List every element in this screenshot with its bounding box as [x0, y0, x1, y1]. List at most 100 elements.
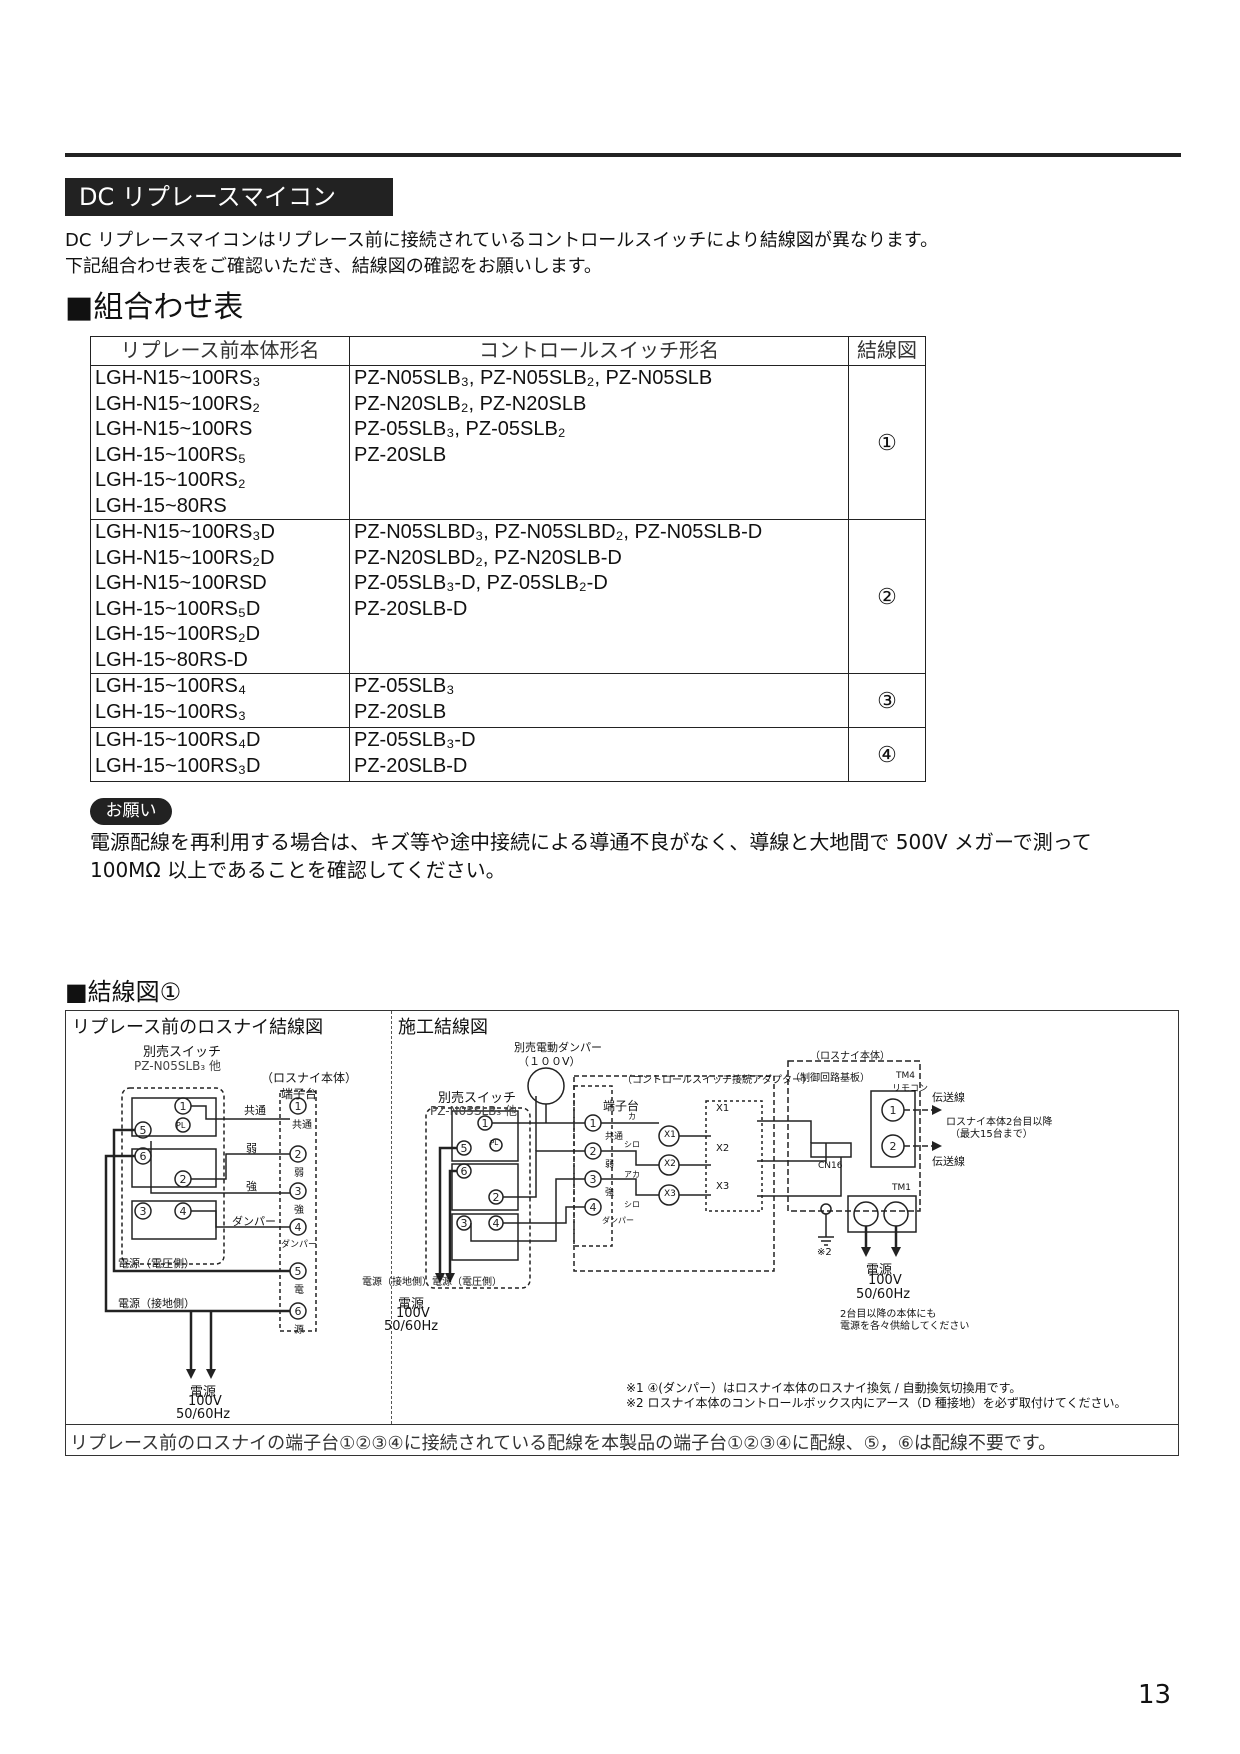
intro-line-2: 下記組合わせ表をご確認いただき、結線図の確認をお願いします。	[65, 256, 602, 277]
r-foot-1: ※1 ④(ダンパー）はロスナイ本体のロスナイ換気 / 自動換気切換用です。	[626, 1381, 1022, 1395]
l-weak: 弱	[246, 1142, 257, 1155]
r-power2: 電源	[866, 1263, 893, 1278]
l-t-damper: ダンパー	[281, 1240, 318, 1250]
l-arrow-1	[186, 1369, 196, 1379]
model-line: LGH-N15~100RSD	[95, 572, 267, 594]
r-switch-box-3	[451, 1213, 519, 1261]
num: 2	[890, 1140, 897, 1153]
right-arrows	[435, 1105, 942, 1283]
r-wire-4-label: シロ	[624, 1200, 640, 1209]
board-wire-1	[757, 1120, 812, 1143]
switch-line: PZ-20SLB	[354, 700, 447, 723]
num: 6	[295, 1305, 302, 1318]
wiring-diagram: リプレース前のロスナイ結線図 施工結線図	[65, 1010, 1179, 1456]
r-x3: X3	[716, 1181, 730, 1192]
num: 6	[461, 1165, 468, 1178]
r-arrow-2	[445, 1273, 455, 1283]
num: 5	[295, 1265, 302, 1278]
l-term-3	[289, 1182, 307, 1200]
left-arrows	[186, 1369, 216, 1379]
l-common: 共通	[244, 1104, 266, 1117]
num: 1	[590, 1117, 597, 1130]
r-voltage2: 100V	[868, 1273, 902, 1288]
r-second-unit: ロスナイ本体2台目以降	[946, 1117, 1053, 1128]
fig-cell: ③	[848, 673, 926, 728]
note-line-2: 100MΩ 以上であることを確認してください。	[90, 858, 506, 882]
r-unit-label: （ロスナイ本体）	[810, 1051, 890, 1062]
l-switch-label: 別売スイッチ	[143, 1045, 222, 1060]
r-t-strong: 強	[605, 1188, 615, 1198]
r-power-hv	[448, 1169, 457, 1273]
r-damper-voltage: （１００V）	[518, 1055, 581, 1068]
num: 3	[295, 1185, 302, 1198]
num: 2	[493, 1191, 500, 1204]
r-t-weak: 弱	[605, 1160, 615, 1170]
table-row: LGH-15~100RS₄D LGH-15~100RS₃D PZ-05SLB₃-…	[90, 727, 926, 782]
adapter-outline	[573, 1075, 775, 1272]
l-wire-common	[191, 1105, 290, 1120]
switch-line: PZ-N05SLBD₃, PZ-N05SLBD₂, PZ-N05SLB-D	[354, 521, 763, 543]
header-fig: 結線図	[848, 336, 926, 366]
r-power-gnd	[438, 1146, 457, 1273]
model-cell: LGH-15~100RS₄D LGH-15~100RS₃D	[90, 727, 350, 782]
switch-line: PZ-05SLB₃-D	[354, 729, 476, 751]
r-t-damper: ダンパー	[602, 1216, 634, 1225]
model-line: LGH-15~100RS₅	[95, 443, 246, 466]
switch-line: PZ-20SLB-D	[354, 754, 468, 777]
l-t-strong: 強	[294, 1205, 304, 1216]
switch-line: PZ-05SLB₃	[354, 675, 455, 697]
num: 5	[140, 1124, 147, 1137]
r-remocon: リモコン	[892, 1084, 929, 1094]
r-note-second: 2台目以降の本体にも	[840, 1309, 937, 1320]
header-model: リプレース前本体形名	[90, 336, 350, 366]
r-wire-2	[503, 1150, 585, 1198]
model-cell: LGH-N15~100RS₃D LGH-N15~100RS₂D LGH-N15~…	[90, 519, 350, 674]
right-wiring	[425, 1060, 932, 1289]
model-line: LGH-N15~100RS₃	[95, 367, 261, 389]
earth-symbol	[818, 1236, 834, 1246]
r-cn16: CN16	[818, 1161, 843, 1171]
r-x2-circle: X2	[664, 1159, 676, 1169]
model-line: LGH-15~100RS₂	[95, 469, 246, 491]
r-earth-mark: ※2	[817, 1247, 832, 1258]
combination-table: リプレース前本体形名 コントロールスイッチ形名 結線図 LGH-N15~100R…	[90, 336, 926, 782]
table-row: LGH-N15~100RS₃D LGH-N15~100RS₂D LGH-N15~…	[90, 519, 926, 674]
r-trans-2: 伝送線	[932, 1155, 965, 1168]
r-power-hv: 電源（電圧側）	[432, 1277, 502, 1288]
l-t-p2: 源	[294, 1325, 304, 1336]
relay-box	[705, 1100, 763, 1212]
model-line: LGH-15~100RS₃	[95, 700, 247, 723]
r-board-label: （制御回路基板）	[790, 1073, 870, 1084]
model-line: LGH-N15~100RS	[95, 418, 253, 440]
r-voltage: 100V	[396, 1306, 430, 1321]
wiring-heading: ■結線図①	[65, 978, 182, 1006]
model-line: LGH-15~100RS₄D	[95, 729, 261, 751]
switch-line: PZ-05SLB₃, PZ-05SLB₂	[354, 418, 566, 440]
r-switch-box-2	[451, 1163, 519, 1211]
r-wire-1-label: カ	[628, 1112, 636, 1121]
combo-heading: ■組合わせ表	[65, 290, 244, 325]
num: 4	[295, 1221, 302, 1234]
r-tm4: TM4	[896, 1071, 915, 1081]
section-badge: DC リプレースマイコン	[65, 178, 393, 216]
header-switch: コントロールスイッチ形名	[349, 336, 849, 366]
tm1-term-2	[883, 1201, 909, 1227]
num: 3	[461, 1217, 468, 1230]
tm1-block	[847, 1195, 917, 1233]
model-line: LGH-15~100RS₃D	[95, 754, 261, 777]
board-wire-3	[757, 1157, 842, 1197]
l-unit-label: （ロスナイ本体）	[261, 1071, 358, 1085]
tm1-term-1	[853, 1201, 879, 1227]
table-row: LGH-N15~100RS₃ LGH-N15~100RS₂ LGH-N15~10…	[90, 365, 926, 520]
switch-cell: PZ-05SLB₃ PZ-20SLB	[349, 673, 849, 728]
l-sw-t3	[134, 1202, 152, 1220]
table-header-row: リプレース前本体形名 コントロールスイッチ形名 結線図	[90, 336, 926, 366]
diagram-footer-note: リプレース前のロスナイの端子台①②③④に接続されている配線を本製品の端子台①②③…	[70, 1433, 1057, 1454]
num: 5	[461, 1142, 468, 1155]
r-terminal-label: 端子台	[603, 1099, 640, 1113]
left-switch-box-2	[131, 1148, 217, 1188]
num: 4	[180, 1205, 187, 1218]
panel-divider	[391, 1011, 392, 1424]
left-switch-box-1	[131, 1097, 217, 1137]
l-switch-model: PZ-N05SLB₃ 他	[134, 1059, 221, 1073]
